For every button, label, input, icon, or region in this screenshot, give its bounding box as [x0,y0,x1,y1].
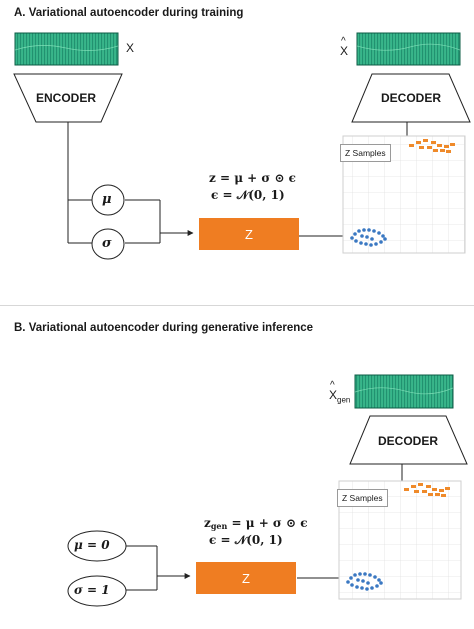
output-hat: ^ [341,36,346,47]
mu-zero-label: μ = 0 [74,538,110,552]
eq-gen-rest: = μ + σ ⊙ ϵ [227,516,308,530]
decoder-block [351,73,471,123]
output-label: X [340,44,349,58]
epsilon-equation-gen: ϵ = 𝒩(0, 1) [209,533,283,547]
mu-node [91,184,125,216]
epsilon-equation: ϵ = 𝒩(0, 1) [211,188,285,202]
orange-cluster [409,139,455,153]
mu-zero-node [67,530,127,562]
output-spectrogram [356,32,461,66]
sigma-one-node [67,575,127,607]
z-samples-tag: Z Samples [340,144,391,162]
sigma-one-label: σ = 1 [74,583,110,597]
reparam-equation: z = μ + σ ⊙ ϵ [209,171,296,185]
blue-cluster-gen [346,572,383,591]
gen-output-hat: ^ [330,380,335,391]
encoder-block [13,73,123,123]
input-label: X [126,41,135,55]
sigma-node [91,228,125,260]
z-latent-box: Z [199,218,299,250]
decoder-label-gen: DECODER [378,434,439,448]
eq-gen-sub: gen [210,521,228,531]
z-samples-tag-gen: Z Samples [337,489,388,507]
decoder-label: DECODER [381,91,442,105]
section-divider [0,305,474,306]
decoder-block-gen [349,415,468,465]
panel-a-title: A. Variational autoencoder during traini… [14,7,244,19]
gen-output-x: X [329,388,338,402]
z-latent-box-gen: Z [196,562,296,594]
generated-spectrogram [354,374,454,409]
encoder-label: ENCODER [36,91,97,105]
orange-cluster-gen [404,483,450,497]
gen-output-sub: gen [337,395,351,405]
gen-output-label: Xgen [329,388,350,404]
sigma-label: σ [102,236,112,251]
eq-gen-z: z [204,516,211,530]
panel-b-title: B. Variational autoencoder during genera… [14,322,314,334]
blue-cluster [350,228,387,247]
reparam-equation-gen: zgen = μ + σ ⊙ ϵ [204,516,308,531]
mu-label: μ [102,192,112,207]
input-spectrogram [14,32,119,66]
